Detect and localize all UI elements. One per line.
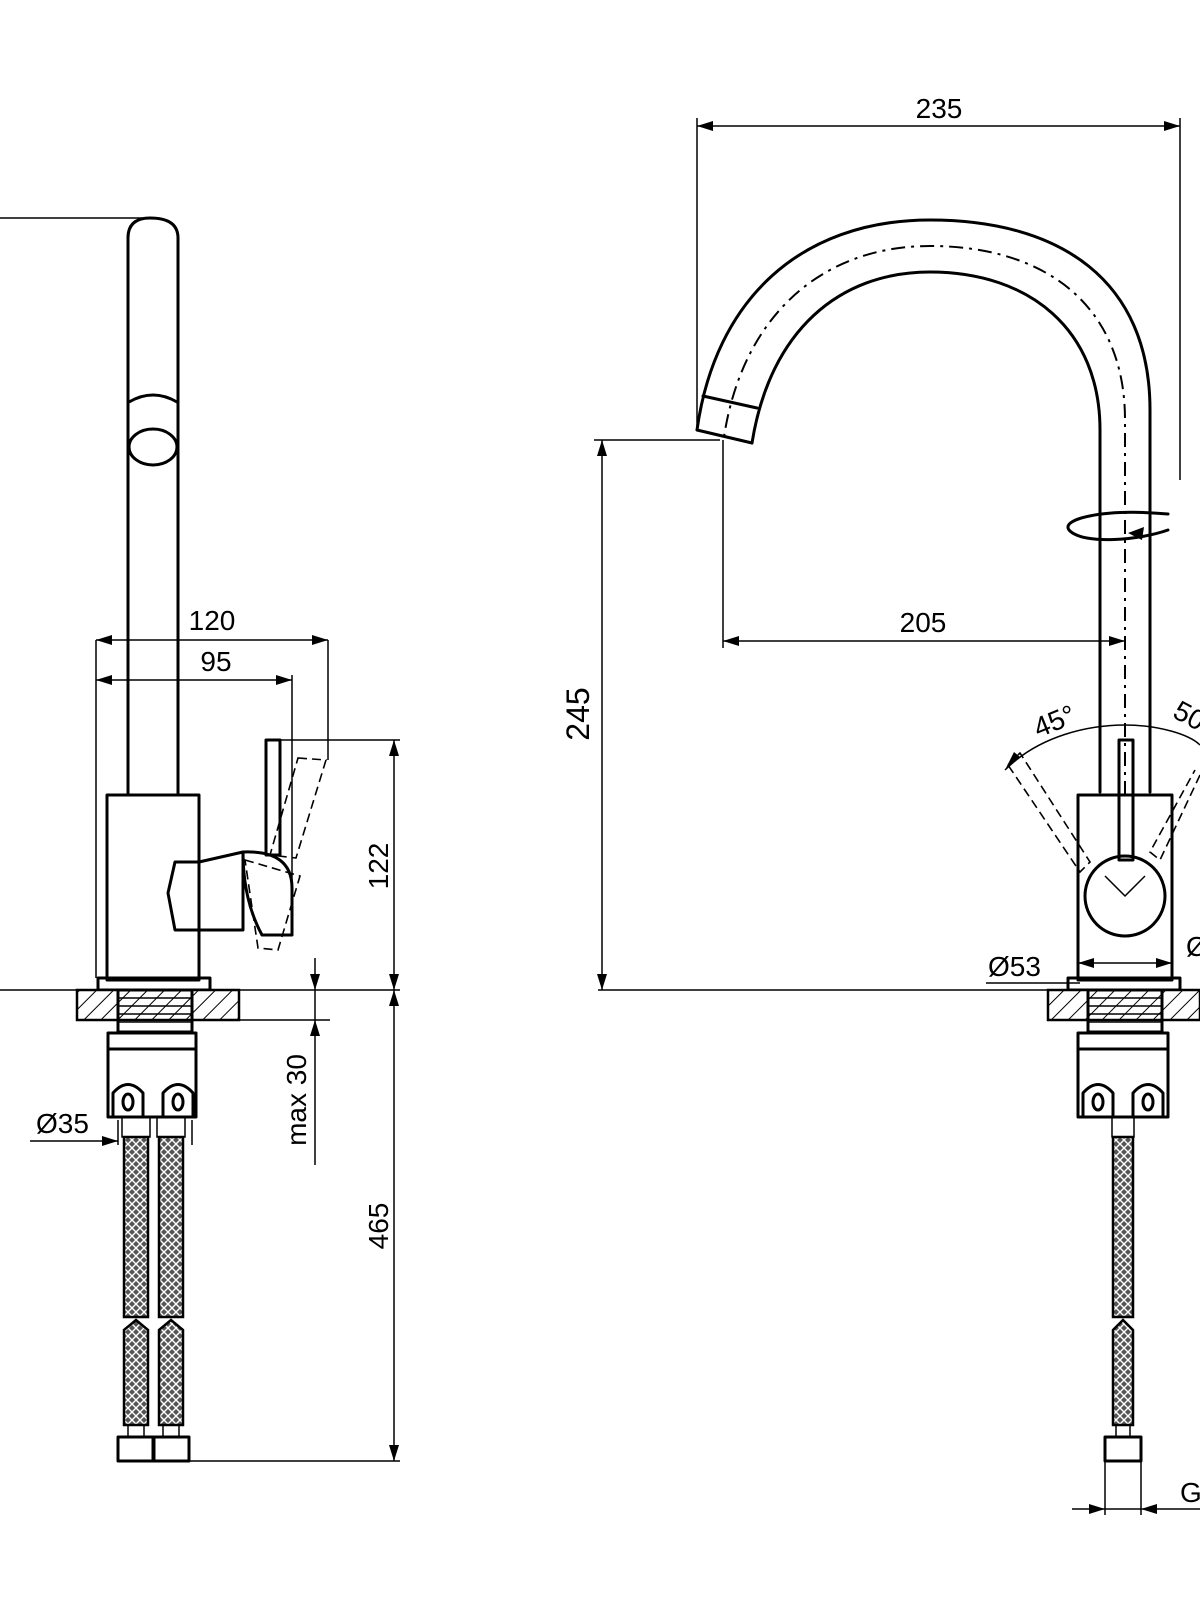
front-angle-arc	[1004, 724, 1200, 771]
front-angle-arrow-left	[1005, 752, 1020, 770]
dim-label-45deg: 45°	[1029, 699, 1080, 744]
dim-label-205: 205	[900, 607, 947, 638]
side-connector-hole-left	[121, 1092, 135, 1112]
dimension-95: 95	[96, 646, 293, 935]
front-lever-handle	[1117, 738, 1135, 862]
dimension-235: 235	[696, 93, 1181, 480]
side-spout-tube	[126, 216, 180, 797]
front-thread-lines	[1088, 997, 1162, 1023]
side-lever-socket-back	[166, 860, 201, 932]
side-view: 120 95 122 max 30	[0, 216, 400, 1463]
front-spout-outer	[695, 218, 1152, 794]
side-hose-neck-left	[127, 1424, 145, 1438]
dim-label-122: 122	[363, 843, 394, 890]
side-connector-left	[111, 1083, 145, 1119]
side-hose-left-ferrule	[121, 1116, 151, 1138]
front-connector-hole-right	[1141, 1092, 1155, 1112]
front-nut-top	[1076, 1031, 1170, 1051]
front-hose-ferrule	[1111, 1116, 1135, 1138]
dim-label-dia-53: Ø53	[988, 951, 1041, 982]
front-body	[1076, 793, 1174, 982]
dimension-dia-53: Ø53 Ø	[986, 931, 1200, 984]
front-lever-ghost-right	[1148, 769, 1200, 862]
front-counter-section	[1046, 988, 1200, 1022]
side-hose-nut-right	[151, 1435, 191, 1463]
front-swivel-arrowhead	[1128, 527, 1144, 540]
dimension-465: 465	[189, 990, 400, 1462]
front-spout-inner	[750, 270, 1102, 794]
front-lever-hub	[1083, 854, 1167, 938]
dimension-dia-35: Ø35	[30, 1108, 193, 1146]
dimension-122: 122	[280, 739, 400, 990]
front-connector-left	[1081, 1083, 1115, 1119]
dimension-245: 245	[560, 439, 720, 990]
side-aerator-top	[127, 393, 179, 404]
front-connector-right	[1131, 1083, 1165, 1119]
side-connector-hole-right	[171, 1092, 185, 1112]
front-hose-neck	[1115, 1424, 1131, 1438]
side-thread-lines	[118, 997, 192, 1023]
front-connector-hole-left	[1091, 1092, 1105, 1112]
side-nut	[106, 1047, 198, 1119]
dimension-max-30: max 30	[239, 958, 330, 1165]
dim-label-245: 245	[560, 687, 596, 740]
side-hub-ghost	[244, 858, 301, 951]
side-hose-neck-right	[162, 1424, 180, 1438]
dimension-205: 205	[722, 440, 1125, 648]
front-hub-mark	[1104, 875, 1146, 898]
side-hose-nut-left	[116, 1435, 156, 1463]
dim-label-dia-35: Ø35	[36, 1108, 89, 1139]
front-swivel-arrow	[1066, 510, 1170, 542]
side-counter-top-section	[75, 988, 241, 1022]
side-hose-right-upper	[157, 1135, 185, 1319]
dim-label-thread: G	[1180, 1477, 1200, 1508]
side-connector-right	[161, 1083, 195, 1119]
side-hose-right-lower	[157, 1318, 185, 1427]
dim-label-465: 465	[363, 1203, 394, 1250]
side-aerator-ring	[127, 427, 179, 467]
dim-label-dia-right: Ø	[1186, 931, 1200, 962]
side-lever-ghost	[268, 757, 328, 859]
dimension-thread-g: G	[1072, 1461, 1200, 1515]
side-nut-top	[106, 1031, 198, 1051]
front-lever-ghost-left	[1006, 751, 1092, 874]
dim-label-120: 120	[189, 605, 236, 636]
dim-label-235: 235	[916, 93, 963, 124]
side-hose-left-lower	[122, 1318, 150, 1427]
dim-label-max-30: max 30	[281, 1054, 312, 1146]
dim-label-95: 95	[200, 646, 231, 677]
side-lever-hub	[241, 850, 294, 937]
front-view: 45° 50 235	[560, 93, 1200, 1515]
side-body	[105, 793, 201, 982]
front-hose-nut	[1103, 1435, 1143, 1463]
front-hose-upper	[1111, 1135, 1135, 1319]
side-lever-handle	[264, 738, 282, 857]
side-hose-left-upper	[122, 1135, 150, 1319]
front-spout-tip	[695, 394, 759, 445]
side-lever-socket	[197, 850, 245, 932]
dimension-120: 120	[95, 605, 329, 978]
front-nut	[1076, 1047, 1170, 1119]
front-spout-centerline	[723, 244, 1126, 795]
dim-label-50deg: 50	[1168, 695, 1200, 737]
side-hose-right-ferrule	[156, 1116, 186, 1138]
front-hose-lower	[1111, 1318, 1135, 1427]
